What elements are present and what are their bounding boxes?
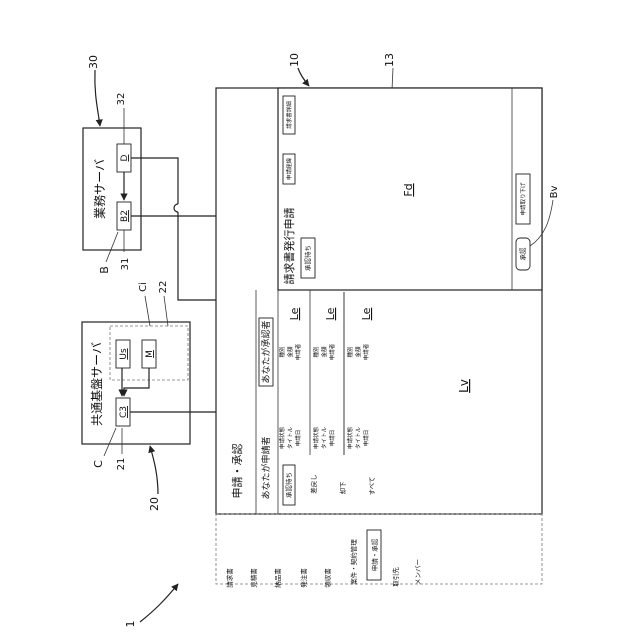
panel-title: 申請・承認 (230, 444, 244, 499)
menu-item-order[interactable]: 発注書 (299, 568, 308, 588)
approve-button[interactable]: 承認 (518, 247, 527, 261)
label-bv: Bv (549, 186, 560, 199)
list-item-label-2: Le (324, 307, 337, 320)
detail-status: 承認待ち (303, 245, 312, 271)
business-server-box (83, 128, 141, 250)
list-view-label: Lv (457, 379, 471, 393)
side-menu-items: 請求書 見積書 納品書 発注書 領収書 案件・契約管理 申請・承認 取引先 メン… (225, 530, 422, 588)
menu-item-approval[interactable]: 申請・承認 (370, 538, 379, 571)
business-server: 30 業務サーバ D 32 B2 31 B (83, 55, 141, 274)
common-c3-ref: 21 (116, 458, 127, 471)
item3-status-field: 申請状態 (346, 427, 354, 450)
common-server-ref: 20 (148, 497, 161, 511)
item1-status-field: 申請状態 (278, 427, 286, 450)
terminal-ref: 10 (288, 53, 301, 67)
item2-type-field: 種別 (312, 346, 320, 357)
withdraw-button[interactable]: 申請取り下げ (519, 182, 527, 216)
item2-applicant-field: 申請者 (328, 343, 336, 360)
item2-title-field: タイトル (320, 427, 328, 450)
line-hop (174, 204, 178, 212)
item2-status-field: 申請状態 (312, 427, 320, 450)
item3-amount-field: 金額 (354, 346, 362, 358)
label-b: B (98, 266, 111, 274)
filter-pending[interactable]: 承認待ち (284, 472, 293, 498)
common-store-ref: 22 (158, 281, 169, 294)
module-c3-label: C3 (119, 406, 129, 418)
item3-applicant-field: 申請者 (362, 343, 370, 360)
tab-you-approver[interactable]: あなたが承認者 (260, 320, 272, 383)
form-label: Fd (402, 183, 415, 196)
detail-title: 請求書発行申請 (282, 208, 296, 285)
invoice-detail-button[interactable]: 請求書詳細 (285, 101, 293, 129)
terminal-screen: 10 13 請求書 見積書 納品書 発注書 領収書 案件・契約管理 申請・承認 … (216, 53, 560, 588)
item2-amount-field: 金額 (320, 346, 328, 358)
item1-type-field: 種別 (278, 346, 286, 357)
business-server-title: 業務サーバ (93, 159, 107, 219)
menu-item-contracts[interactable]: 案件・契約管理 (349, 539, 358, 585)
item1-title-field: タイトル (286, 427, 294, 450)
item1-amount-field: 金額 (286, 346, 294, 358)
item1-applicant-field: 申請者 (294, 343, 302, 360)
list-item-label-1: Le (288, 307, 301, 320)
module-b2-label: B2 (120, 210, 130, 222)
item1-date-field: 申請日 (294, 430, 302, 447)
common-server: 共通基盤サーバ Us M Ci 22 C3 C 21 20 (82, 281, 190, 511)
filter-rejected[interactable]: 却下 (338, 481, 347, 495)
detail-area: 請求書発行申請 承認待ち 申請経緯 請求書詳細 Fd 承認 申請取り下げ Bv (278, 88, 560, 290)
filter-returned[interactable]: 差戻し (309, 474, 318, 494)
menu-item-quote[interactable]: 見積書 (249, 568, 258, 588)
menu-item-receipt[interactable]: 領収書 (323, 568, 332, 588)
item2-date-field: 申請日 (328, 430, 336, 447)
store-us-label: Us (119, 348, 129, 360)
item3-title-field: タイトル (354, 427, 362, 450)
menu-item-partners[interactable]: 取引先 (391, 567, 400, 587)
store-m-label: M (145, 350, 155, 358)
item3-type-field: 種別 (346, 346, 354, 357)
menu-item-invoice[interactable]: 請求書 (225, 568, 234, 588)
business-b2-ref: 31 (120, 258, 131, 271)
business-d-ref: 32 (116, 93, 127, 106)
history-button[interactable]: 申請経緯 (285, 158, 293, 181)
common-server-title: 共通基盤サーバ (90, 342, 104, 426)
screen-ref: 13 (383, 53, 396, 67)
label-ci: Ci (138, 282, 149, 292)
menu-item-members[interactable]: メンバー (414, 559, 422, 585)
system-ref-label: 1 (124, 621, 137, 628)
database-d-label: D (120, 154, 130, 161)
business-server-ref: 30 (87, 55, 100, 69)
tab-you-applicant[interactable]: あなたが申請者 (260, 436, 272, 499)
label-c: C (92, 460, 105, 468)
system-reference: 1 (124, 584, 178, 628)
menu-item-delivery[interactable]: 納品書 (273, 568, 282, 588)
filter-all[interactable]: すべて (368, 477, 376, 496)
item3-date-field: 申請日 (362, 430, 370, 447)
screen-leader (392, 68, 393, 90)
list-item-label-3: Le (360, 307, 373, 320)
